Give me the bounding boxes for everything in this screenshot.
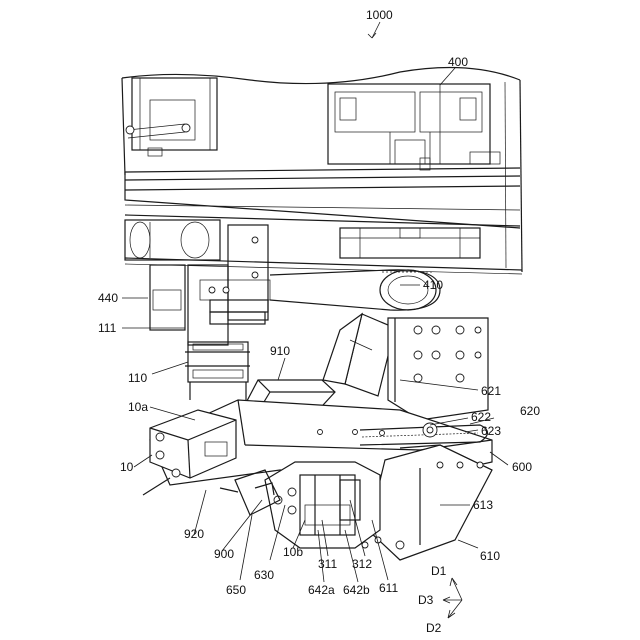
label-410: 410 xyxy=(423,278,443,292)
label-440: 440 xyxy=(98,291,118,305)
label-613: 613 xyxy=(473,498,493,512)
label-d1: D1 xyxy=(431,564,447,578)
label-311: 311 xyxy=(318,557,337,571)
label-611: 611 xyxy=(379,581,398,595)
label-110: 110 xyxy=(128,371,147,385)
label-111: 111 xyxy=(98,321,117,335)
label-10b: 10b xyxy=(283,545,303,559)
label-910: 910 xyxy=(270,344,290,358)
label-d2: D2 xyxy=(426,621,442,635)
label-400: 400 xyxy=(448,55,468,69)
label-621: 621 xyxy=(481,384,501,398)
label-620: 620 xyxy=(520,404,540,418)
actuator-621 xyxy=(323,314,395,396)
mount-plate xyxy=(388,318,488,420)
label-650: 650 xyxy=(226,583,246,597)
label-642b: 642b xyxy=(343,583,370,597)
label-10a: 10a xyxy=(128,400,148,414)
label-920: 920 xyxy=(184,527,204,541)
label-630: 630 xyxy=(254,568,274,582)
label-623: 623 xyxy=(481,424,501,438)
label-600: 600 xyxy=(512,460,532,474)
direction-arrows xyxy=(443,578,462,618)
label-900: 900 xyxy=(214,547,234,561)
label-d3: D3 xyxy=(418,593,434,607)
label-1000: 1000 xyxy=(366,8,393,22)
label-610: 610 xyxy=(480,549,500,563)
upper-housing xyxy=(122,68,522,275)
pulley-assembly xyxy=(270,228,480,310)
label-10: 10 xyxy=(120,460,134,474)
label-312: 312 xyxy=(352,557,372,571)
label-642a: 642a xyxy=(308,583,335,597)
label-622: 622 xyxy=(471,410,491,424)
